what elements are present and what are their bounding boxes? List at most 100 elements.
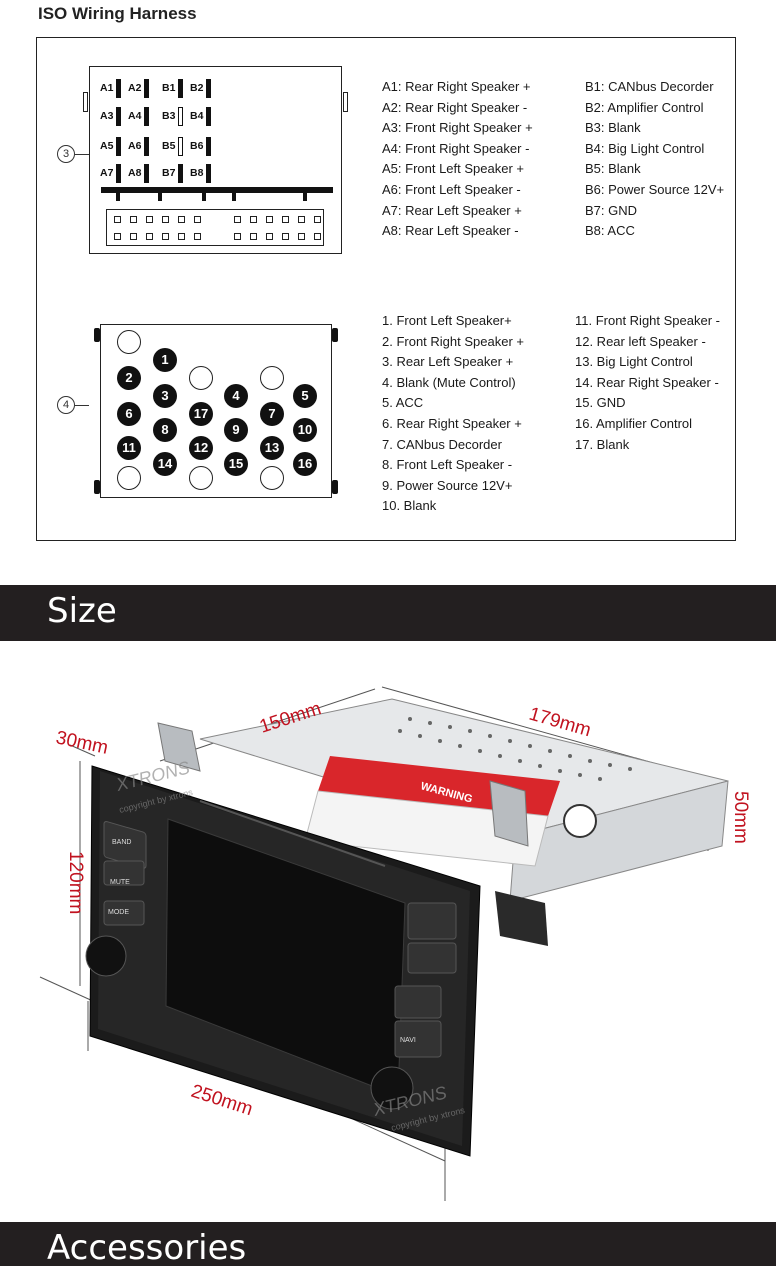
accessories-section-header: Accessories [0,1222,776,1266]
size-section-header: Size [0,585,776,641]
legend-item: 6. Rear Right Speaker + [382,415,522,431]
connector-slot [178,233,185,240]
connector-slot [266,216,273,223]
pin-label: A2 [128,82,142,94]
pin-12: 12 [189,436,213,460]
legend-item: B4: Big Light Control [585,140,705,156]
pin-empty [260,366,284,390]
legend-item: 15. GND [575,395,626,411]
connector-side-tab [343,92,348,112]
legend-item: B3: Blank [585,120,641,136]
connector-slot [250,233,257,240]
chassis-side [509,780,729,902]
legend-item: B5: Blank [585,161,641,177]
connector-slot [314,233,321,240]
legend-item: 14. Rear Right Speaker - [575,374,719,390]
legend-item: 12. Rear left Speaker - [575,333,706,349]
pin-label: A7 [100,167,114,179]
connector-slot [130,233,137,240]
rear-tab [495,891,548,946]
legend-item: 13. Big Light Control [575,354,693,370]
rail-tick [303,193,307,201]
disc-slot [199,800,386,867]
pin-contact [116,107,121,126]
pin-13: 13 [260,436,284,460]
pin-1: 1 [153,348,177,372]
pin-contact [144,107,149,126]
connector-slot [114,216,121,223]
pin-contact [178,79,183,98]
connector-slot [282,216,289,223]
tune-knob [370,1066,414,1110]
legend-item: 9. Power Source 12V+ [382,477,513,493]
connector-slot [114,233,121,240]
pin-label: A6 [128,140,142,152]
connector-slot [162,216,169,223]
chassis-vents [398,717,632,781]
connector-slot [146,233,153,240]
pin-label: A8 [128,167,142,179]
page-title: ISO Wiring Harness [38,4,197,23]
legend-item: 8. Front Left Speaker - [382,457,513,473]
connector-slot [178,216,185,223]
brand-emblem [563,804,597,838]
pin-7: 7 [260,402,284,426]
pin-label: B3 [162,110,176,122]
connector-clip [332,328,338,342]
connector-slot [250,216,257,223]
pin-contact [116,164,121,183]
pin-contact [144,79,149,98]
pin-16: 16 [293,452,317,476]
pin-contact [178,137,183,156]
legend-item: A1: Rear Right Speaker + [382,79,531,94]
dimension-side-label: 50mm [730,791,751,844]
pin-empty [117,466,141,490]
spec-label [304,790,549,867]
pin-empty [117,330,141,354]
legend-item: B2: Amplifier Control [585,99,704,115]
dimension-height-label: 120mm [65,851,86,914]
pin-3: 3 [153,384,177,408]
rail-tick [232,193,236,201]
legend-item: A3: Front Right Speaker + [382,120,533,136]
legend-item: 16. Amplifier Control [575,415,693,431]
legend-item: 4. Blank (Mute Control) [382,374,516,390]
callout-line [75,405,89,406]
connector-slot [194,216,201,223]
pin-contact [206,79,211,98]
connector-slot [194,233,201,240]
pin-6: 6 [117,402,141,426]
callout-line [75,154,89,155]
pin-empty [260,466,284,490]
pin-contact [116,137,121,156]
mode-button [103,900,145,926]
prev-track-button [394,985,442,1019]
wiring-diagram-frame: 3 4 A1: Rear Right Speaker +A2: Rear Rig… [36,37,736,541]
rail-tick [116,193,120,201]
pin-label: B7 [162,167,176,179]
connector-slot [298,216,305,223]
legend-item: 7. CANbus Decorder [382,436,502,452]
pin-label: A4 [128,110,142,122]
pin-label: A1 [100,82,114,94]
legend-item: 2. Front Right Speaker + [382,333,524,349]
connector-slot [234,233,241,240]
pin-contact [178,164,183,183]
pin-11: 11 [117,436,141,460]
volume-knob [85,935,127,977]
pin-contact [206,107,211,126]
connector-slot [146,216,153,223]
mode-label: MODE [108,909,129,916]
device-size-illustration: WARNING BAND MUTE MODE NAVI XTRONS copyr [39,686,751,1201]
legend-item: 17. Blank [575,436,630,452]
legend-item: 3. Rear Left Speaker + [382,354,514,370]
pin-label: B8 [190,167,204,179]
pin-label: B2 [190,82,204,94]
legend-item: A7: Rear Left Speaker + [382,202,522,218]
navi-label: NAVI [400,1037,416,1044]
mute-button [103,860,145,886]
connector-side-tab [83,92,88,112]
pin-9: 9 [224,418,248,442]
